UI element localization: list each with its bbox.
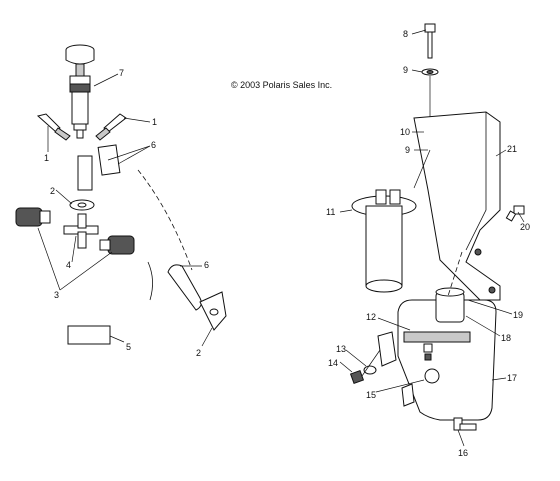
callout-1: 1 xyxy=(44,153,49,163)
reservoir-tank xyxy=(397,287,497,421)
callout-14: 14 xyxy=(328,358,338,368)
decal xyxy=(67,325,111,345)
callout-9: 9 xyxy=(403,65,408,75)
callout-17: 17 xyxy=(507,373,517,383)
callout-21: 21 xyxy=(507,144,517,154)
callout-19: 19 xyxy=(513,310,523,320)
callout-10: 10 xyxy=(400,127,410,137)
fuel-valve-right xyxy=(99,235,135,255)
filter-guide xyxy=(413,149,431,189)
primer-pump xyxy=(65,44,95,139)
callout-18: 18 xyxy=(501,333,511,343)
screw xyxy=(505,205,525,222)
fuel-filter xyxy=(351,189,417,293)
elbow-fitting xyxy=(199,291,227,331)
mount-tab xyxy=(377,331,397,367)
callout-13: 13 xyxy=(336,344,346,354)
callout-7: 7 xyxy=(119,68,124,78)
mount-bolt xyxy=(349,369,365,385)
callout-1: 1 xyxy=(152,117,157,127)
bolt xyxy=(424,23,436,59)
leader-lines xyxy=(37,29,525,447)
callout-2: 2 xyxy=(50,186,55,196)
tee-fitting xyxy=(63,213,99,249)
callout-12: 12 xyxy=(366,312,376,322)
callout-2: 2 xyxy=(196,348,201,358)
callout-6: 6 xyxy=(204,260,209,270)
washer-top xyxy=(421,68,439,76)
tank-fitting xyxy=(423,343,433,361)
callout-5: 5 xyxy=(126,342,131,352)
bracket xyxy=(413,111,501,301)
bracket-edge xyxy=(465,112,487,251)
callout-9: 9 xyxy=(405,145,410,155)
callout-11: 11 xyxy=(326,207,335,217)
callout-8: 8 xyxy=(403,29,408,39)
callout-20: 20 xyxy=(520,222,530,232)
bolt-axis-lower xyxy=(361,349,381,377)
callout-6: 6 xyxy=(151,140,156,150)
callout-15: 15 xyxy=(366,390,376,400)
clamp-right xyxy=(95,113,127,141)
callout-labels: 7 1 1 6 2 4 3 6 5 2 8 9 10 9 21 11 20 19… xyxy=(44,29,530,458)
bracket-hole xyxy=(488,286,496,294)
callout-3: 3 xyxy=(54,290,59,300)
fuel-valve-left xyxy=(15,207,51,227)
washer xyxy=(69,199,95,211)
fuel-hose xyxy=(167,264,202,311)
bracket-hole xyxy=(474,248,482,256)
mount-tab-lower xyxy=(401,383,415,407)
hose-short xyxy=(77,155,93,191)
copyright-text: © 2003 Polaris Sales Inc. xyxy=(231,80,332,90)
callout-16: 16 xyxy=(458,448,468,458)
fuel-line-end xyxy=(147,261,153,301)
fuel-line-path xyxy=(137,169,193,271)
callout-4: 4 xyxy=(66,260,71,270)
mount-washer xyxy=(363,365,377,375)
clamp-left xyxy=(36,113,71,141)
